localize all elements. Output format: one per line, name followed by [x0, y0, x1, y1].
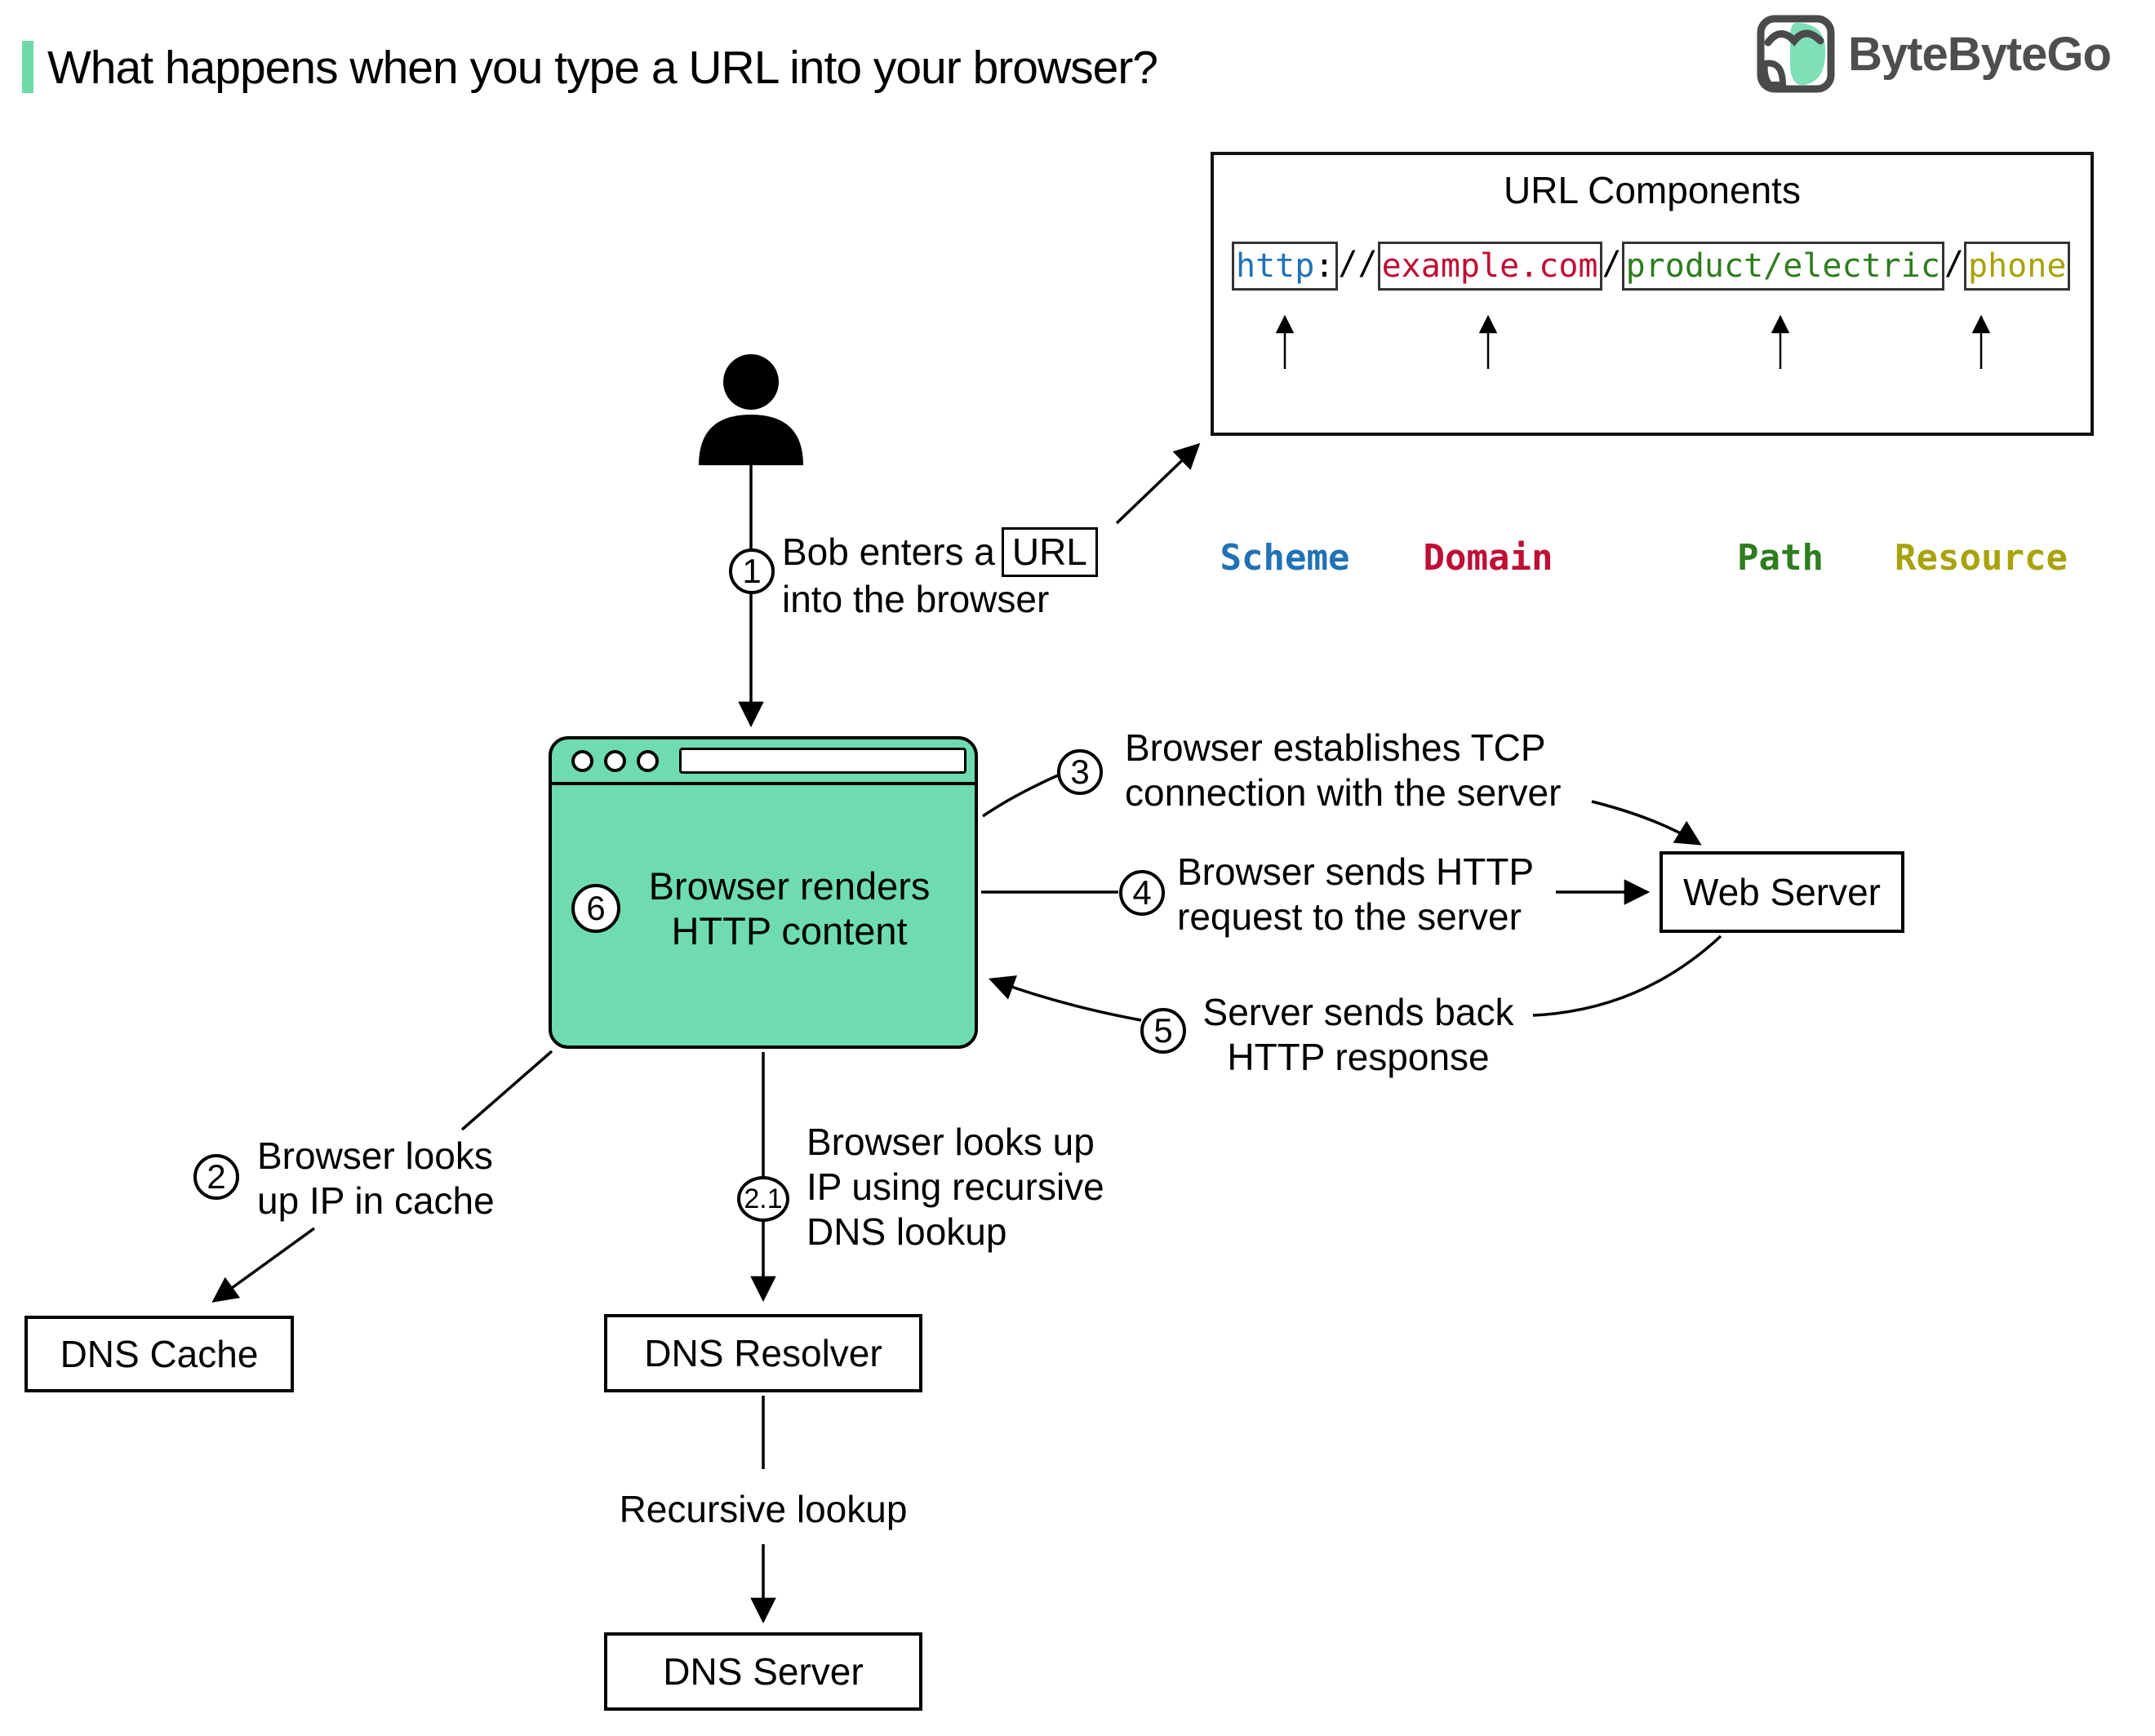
step1-badge: 1 [729, 548, 775, 594]
step2-text: Browser looks up IP in cache [257, 1134, 495, 1222]
step3-badge: 3 [1057, 749, 1103, 795]
step2-badge: 2 [193, 1154, 239, 1200]
resource-label: Resource [1895, 537, 2068, 579]
step6-badge: 6 [571, 884, 620, 933]
url-scheme-segment: http: [1232, 242, 1339, 291]
step3-text: Browser establishes TCP connection with … [1125, 726, 1562, 814]
brand-name: ByteByteGo [1848, 27, 2112, 81]
brand-logo: ByteByteGo [1755, 13, 2112, 95]
step5-text: Server sends back HTTP response [1202, 991, 1514, 1078]
step5-badge: 5 [1140, 1008, 1186, 1054]
step4-text: Browser sends HTTP request to the server [1177, 850, 1535, 938]
path-label: Path [1737, 537, 1824, 579]
address-bar [679, 748, 966, 774]
browser-window [549, 736, 978, 1049]
dns-cache-label: DNS Cache [60, 1333, 259, 1375]
url-separator: / [1602, 245, 1622, 282]
dns-resolver-node: DNS Resolver [604, 1314, 922, 1392]
arrow-step5-to-browser [989, 975, 1142, 1022]
url-resource-segment: phone [1964, 242, 2071, 291]
window-dot-icon [604, 749, 626, 772]
url-components-title: URL Components [1504, 169, 1801, 211]
dns-cache-node: DNS Cache [24, 1316, 294, 1392]
web-server-label: Web Server [1682, 871, 1882, 913]
recursive-lookup-label: Recursive lookup [619, 1488, 908, 1530]
arrow-step3-to-webserver [1591, 800, 1702, 846]
url-domain-segment: example.com [1377, 242, 1602, 291]
step2-1-badge: 2.1 [737, 1176, 789, 1222]
dns-resolver-label: DNS Resolver [644, 1332, 882, 1374]
window-dot-icon [571, 749, 593, 772]
url-separator: // [1338, 245, 1378, 282]
arrow-step2-to-dnscache [211, 1227, 316, 1303]
line-webserver-to-step5 [1532, 935, 1722, 1017]
url-separator: / [1944, 245, 1964, 282]
title-accent-bar [22, 41, 33, 93]
web-server-node: Web Server [1660, 851, 1904, 933]
page-title: What happens when you type a URL into yo… [47, 42, 1158, 94]
arrow-url-to-components [1115, 442, 1201, 525]
url-components-panel [1211, 152, 2094, 436]
line-browser-to-step2 [460, 1050, 553, 1131]
url-word-box: URL [1001, 527, 1098, 577]
domain-label: Domain [1423, 537, 1553, 579]
bytebytego-logo-icon [1757, 15, 1835, 93]
dns-server-label: DNS Server [663, 1650, 864, 1693]
step4-badge: 4 [1119, 870, 1165, 916]
person-icon [699, 354, 803, 465]
dns-server-node: DNS Server [604, 1632, 922, 1711]
browser-titlebar [552, 739, 975, 785]
line-browser-to-step3 [982, 774, 1059, 818]
url-path-segment: product/electric [1621, 242, 1944, 291]
scheme-label: Scheme [1220, 537, 1350, 579]
step6-text: Browser renders HTTP content [648, 864, 931, 952]
step2-1-text: Browser looks up IP using recursive DNS … [806, 1121, 1104, 1253]
url-string: http://example.com/product/electric/phon… [1232, 242, 2081, 291]
window-dot-icon [637, 749, 659, 772]
